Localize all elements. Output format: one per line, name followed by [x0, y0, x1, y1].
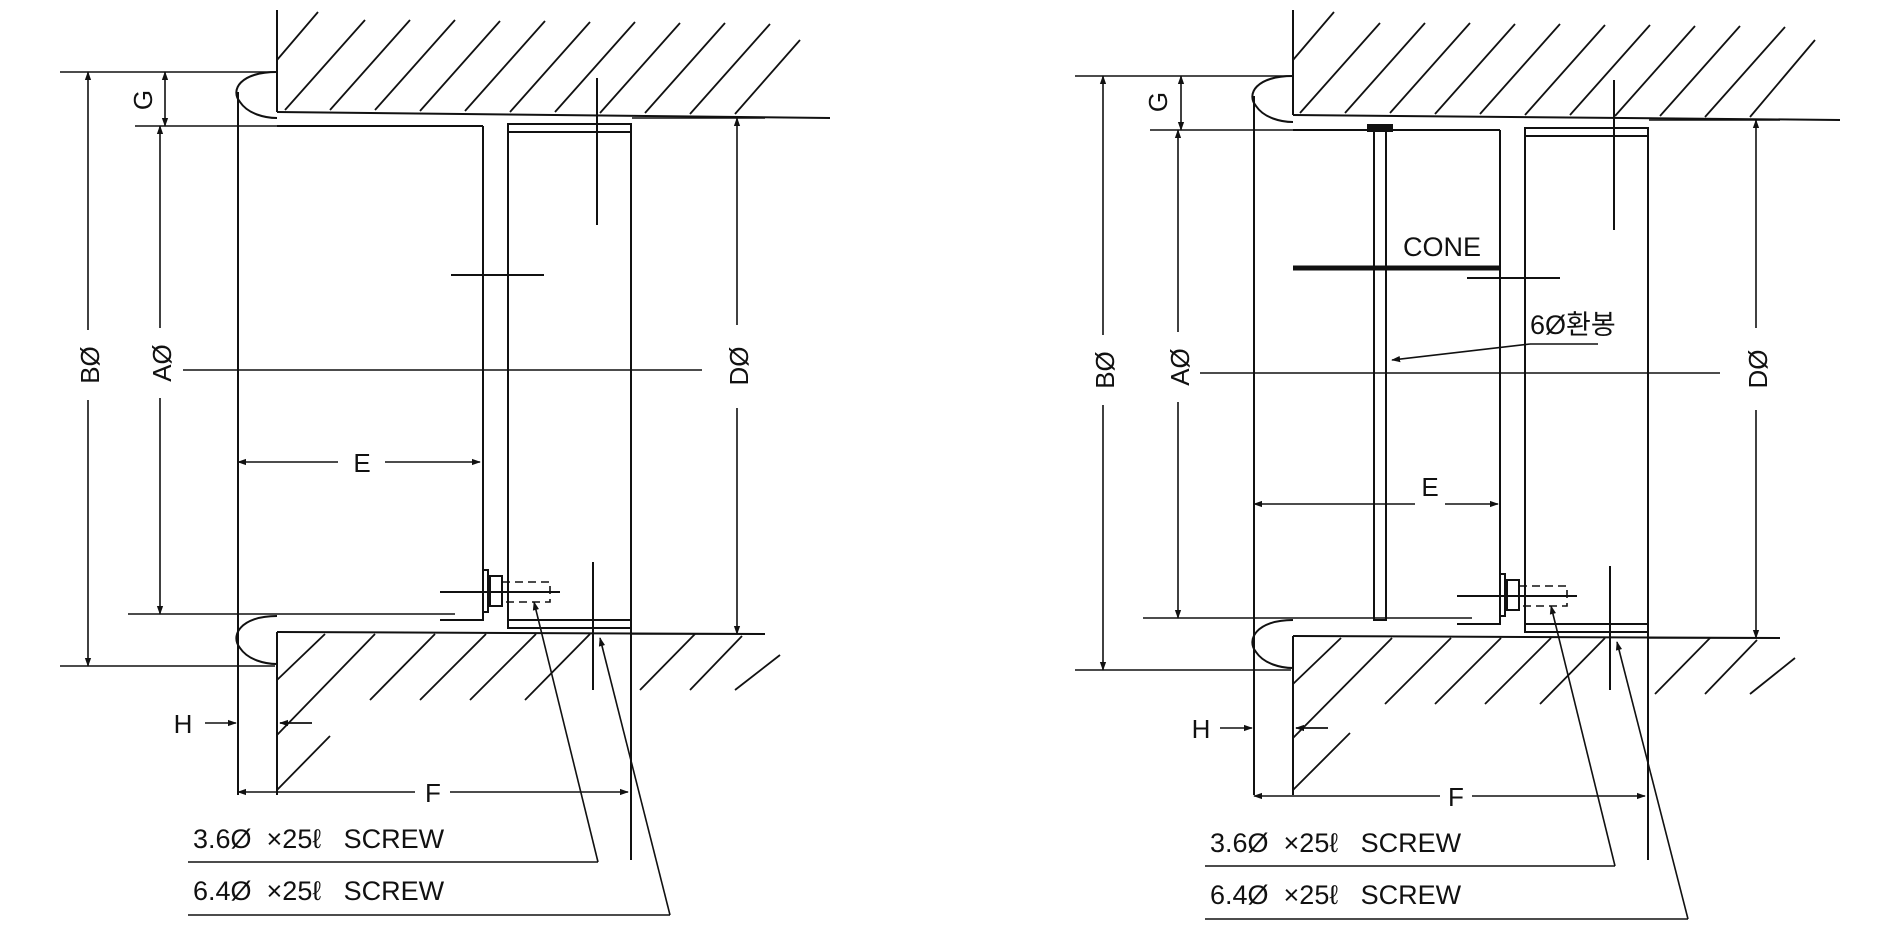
right-label-d: DØ: [1743, 350, 1773, 389]
right-ceiling-hatch: [1292, 10, 1841, 121]
right-leaders: [1205, 343, 1689, 920]
left-label-f: F: [425, 778, 441, 808]
right-label-rod: 6Ø환봉: [1530, 310, 1616, 340]
right-dimensions: [1075, 75, 1780, 800]
left-note-screw-small: 3.6Ø ×25ℓ SCREW: [193, 824, 445, 854]
left-label-a: AØ: [147, 344, 177, 382]
right-label-e: E: [1421, 472, 1438, 502]
right-label-b: BØ: [1090, 351, 1120, 389]
left-note-screw-large: 6.4Ø ×25ℓ SCREW: [193, 876, 445, 906]
right-flange: [1251, 75, 1294, 795]
left-dimensions: [60, 71, 765, 796]
left-flange: [235, 71, 278, 795]
right-floor-hatch: [1292, 635, 1796, 795]
left-label-b: BØ: [75, 346, 105, 384]
rod: [1373, 129, 1387, 621]
left-ceiling-hatch: [276, 10, 831, 119]
left-view: G BØ AØ DØ E F H 3.6Ø ×25ℓ SCREW 6.4Ø ×2…: [60, 10, 831, 916]
right-view: G BØ AØ DØ E F H CONE 6Ø환봉 3.6Ø ×25ℓ SCR…: [1075, 10, 1841, 920]
left-label-h: H: [174, 709, 193, 739]
right-body: [1293, 80, 1649, 860]
right-label-f: F: [1448, 782, 1464, 812]
left-label-d: DØ: [724, 347, 754, 386]
left-floor-hatch: [276, 631, 781, 795]
left-body: [277, 78, 632, 860]
right-note-screw-large: 6.4Ø ×25ℓ SCREW: [1210, 880, 1462, 910]
left-label-g: G: [128, 90, 158, 110]
right-label-g: G: [1143, 92, 1173, 112]
right-label-a: AØ: [1165, 348, 1195, 386]
rod-cap: [1367, 124, 1393, 132]
right-label-cone: CONE: [1403, 232, 1481, 262]
right-label-h: H: [1192, 714, 1211, 744]
left-label-e: E: [353, 448, 370, 478]
left-leaders: [188, 601, 671, 916]
right-note-screw-small: 3.6Ø ×25ℓ SCREW: [1210, 828, 1462, 858]
